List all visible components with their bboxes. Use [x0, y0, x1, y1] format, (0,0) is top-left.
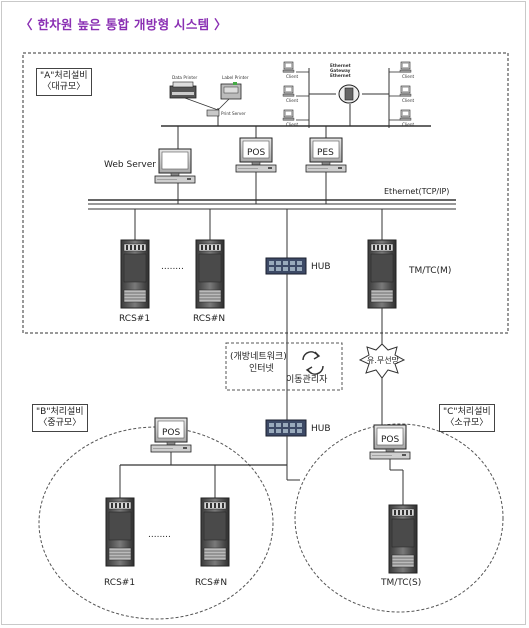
rcsn-label: RCS#N: [195, 578, 228, 588]
internet-label: 인터넷: [249, 364, 274, 374]
rcsn-label: RCS#N: [193, 314, 226, 324]
tmtc-m-label: TM/TC(M): [409, 266, 452, 276]
pes-label: PES: [317, 148, 334, 158]
tmtc-m-server-icon: [367, 239, 397, 309]
print-server-label: Print Server: [221, 111, 246, 116]
rcs1-label: RCS#1: [119, 314, 151, 324]
data-printer-label: Data Printer: [172, 75, 198, 80]
client-label: Client: [402, 122, 415, 127]
label-printer-icon: [220, 82, 242, 100]
rcs1-label: RCS#1: [104, 578, 136, 588]
group-b-label: "B"처리설비 〈중규모〉: [32, 404, 88, 432]
rcs1-server-icon: [120, 239, 150, 309]
tmtc-s-server-icon: [388, 504, 418, 574]
hub-icon: [265, 419, 307, 437]
web-server-pc-icon: [154, 148, 196, 184]
wireless-network-icon: [358, 343, 406, 379]
client-icon: [282, 109, 295, 121]
client-icon: [399, 61, 412, 73]
pos-label: POS: [162, 428, 181, 438]
web-server-label: Web Server: [104, 160, 156, 170]
rcs1-server-icon: [105, 497, 135, 567]
group-c-boundary: [294, 423, 504, 613]
group-c-label: "C"처리설비 〈소규모〉: [439, 404, 495, 432]
tmtc-s-label: TM/TC(S): [381, 578, 422, 588]
gateway-label: Ethernet Gateway Ethernet: [330, 63, 351, 78]
client-label: Client: [286, 74, 299, 79]
open-network-label: (개방네트워크): [230, 352, 287, 362]
group-b-boundary: [38, 426, 274, 620]
client-label: Client: [402, 98, 415, 103]
ethernet-label: Ethernet(TCP/IP): [384, 187, 450, 196]
ellipsis-label: ........: [161, 262, 184, 272]
print-server-icon: [206, 109, 220, 117]
group-a-label: "A"처리설비 〈대규모〉: [36, 68, 92, 96]
hub-label: HUB: [311, 424, 331, 434]
pos-label: POS: [381, 435, 400, 445]
rcsn-server-icon: [195, 239, 225, 309]
client-label: Client: [286, 98, 299, 103]
label-printer-label: Label Printer: [222, 75, 249, 80]
diagram-title: 〈 한차원 높은 통합 개방형 시스템 〉: [20, 17, 227, 32]
rcsn-server-icon: [200, 497, 230, 567]
mobile-manager-label: 이동관리자: [286, 375, 328, 385]
sync-arrows-icon: [302, 351, 324, 375]
hub-icon: [265, 257, 307, 275]
wired-wireless-label: 유.무선망: [367, 356, 399, 365]
hub-label: HUB: [311, 262, 331, 272]
ellipsis-label: ........: [148, 530, 171, 540]
data-printer-icon: [169, 81, 197, 99]
group-a-boundary: [22, 52, 509, 334]
gateway-icon: [338, 84, 360, 104]
client-icon: [282, 61, 295, 73]
client-icon: [399, 109, 412, 121]
client-icon: [282, 85, 295, 97]
client-icon: [399, 85, 412, 97]
open-network-boundary: [225, 342, 343, 391]
pos-label: POS: [247, 148, 266, 158]
client-label: Client: [286, 122, 299, 127]
client-label: Client: [402, 74, 415, 79]
